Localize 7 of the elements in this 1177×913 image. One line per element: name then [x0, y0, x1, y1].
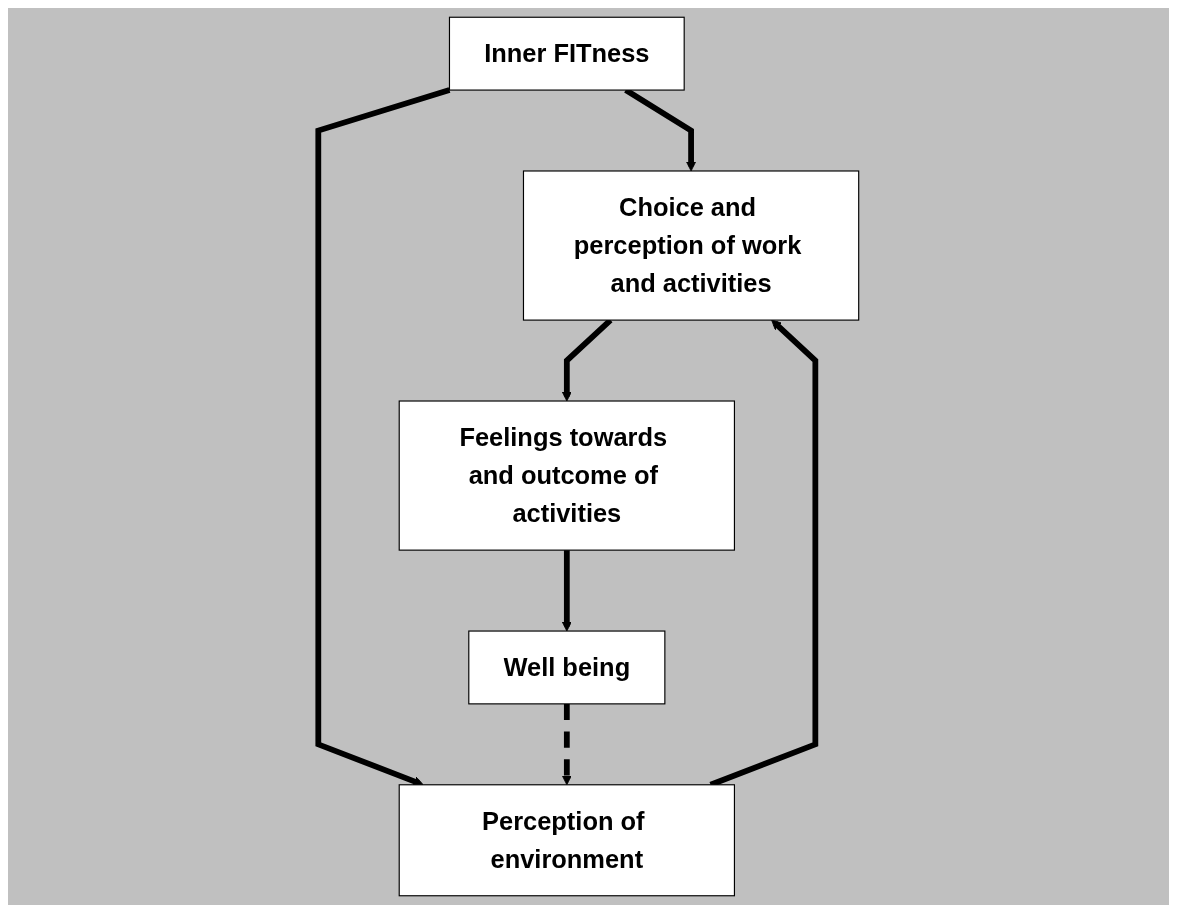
- arrow: [561, 550, 572, 632]
- arrow: [561, 703, 572, 786]
- node-box: Perception of environment: [398, 784, 736, 897]
- node-box: Feelings towards and outcome of activities: [398, 400, 736, 551]
- node-box: Choice and perception of work and activities: [522, 170, 860, 321]
- node-box: Inner FITness: [448, 16, 685, 91]
- node-box: Well being: [468, 630, 666, 705]
